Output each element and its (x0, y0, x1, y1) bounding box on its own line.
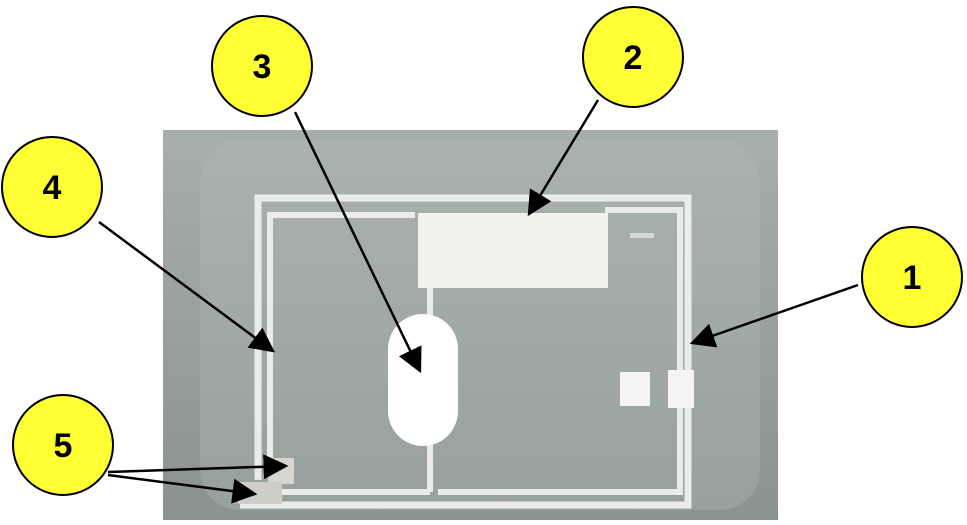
callout-1: 1 (861, 226, 963, 328)
corner-terminal-upper (268, 458, 294, 484)
arrow-5a (107, 454, 289, 480)
callout-5: 5 (12, 394, 114, 496)
callout-2: 2 (582, 6, 684, 108)
callout-3: 3 (211, 15, 313, 117)
film-sheet (200, 140, 760, 510)
oval-cutout (388, 314, 458, 446)
callout-2-circle (582, 6, 684, 108)
callout-4-circle (1, 136, 103, 238)
callout-1-circle (861, 226, 963, 328)
inner-trace (267, 207, 683, 495)
callout-2-label: 2 (624, 39, 643, 77)
callout-4-label: 4 (43, 169, 62, 207)
callout-4: 4 (1, 136, 103, 238)
small-pad-right (668, 370, 694, 408)
circuit-photo (163, 130, 778, 520)
small-marks (630, 233, 654, 238)
callout-5-label: 5 (54, 427, 73, 465)
callout-1-label: 1 (903, 259, 922, 297)
arrow-5b (107, 473, 258, 504)
rectangular-pad (418, 213, 608, 288)
callout-5-circle (12, 394, 114, 496)
arrow-2 (527, 99, 600, 217)
small-pad-left (620, 372, 650, 406)
arrow-4 (98, 220, 276, 353)
arrow-1 (689, 283, 859, 348)
arrows (98, 99, 859, 504)
outer-trace (240, 194, 692, 509)
callout-3-circle (211, 15, 313, 117)
arrow-3 (293, 111, 422, 374)
callout-3-label: 3 (253, 48, 272, 86)
